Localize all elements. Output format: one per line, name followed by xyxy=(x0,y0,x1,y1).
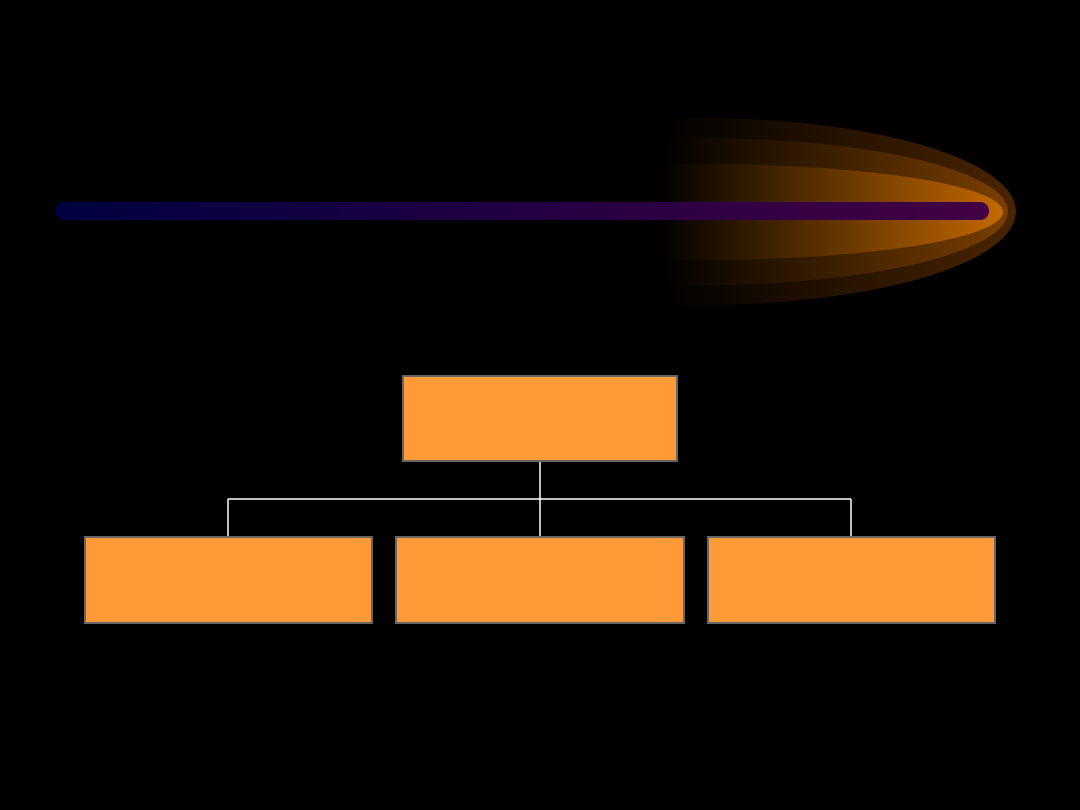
connectors xyxy=(227,461,852,537)
title-bar xyxy=(55,202,989,220)
org-root-box xyxy=(402,375,678,462)
org-child-box-2 xyxy=(395,536,685,624)
org-child-box-3 xyxy=(707,536,996,624)
org-child-box-1 xyxy=(84,536,373,624)
